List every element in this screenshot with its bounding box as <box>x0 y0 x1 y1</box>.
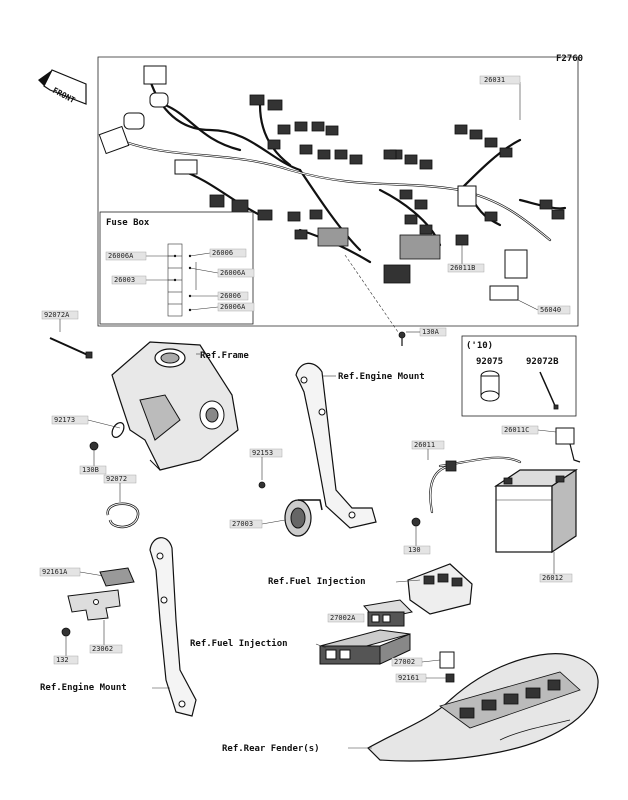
svg-text:23062: 23062 <box>92 645 113 653</box>
svg-text:27002A: 27002A <box>330 614 356 622</box>
fuse-label-26006A-2: 26006A <box>220 269 246 277</box>
svg-text:92153: 92153 <box>252 449 273 457</box>
svg-text:56040: 56040 <box>540 306 561 314</box>
svg-text:92161: 92161 <box>398 674 419 682</box>
part-92072B-label: 92072B <box>526 357 559 367</box>
fuse-label-26003: 26003 <box>114 276 135 284</box>
svg-text:130: 130 <box>408 546 421 554</box>
frame-part <box>111 341 239 471</box>
svg-text:92072A: 92072A <box>44 311 70 319</box>
main-harness <box>98 65 567 301</box>
engine-mount-bracket <box>295 362 377 529</box>
figure-code: F2760 <box>556 54 583 64</box>
fuse-label-26006-2: 26006 <box>220 292 241 300</box>
part-92075-label: 92075 <box>476 357 503 367</box>
ref-engine-mount-2: Ref.Engine Mount <box>40 682 127 693</box>
svg-text:130B: 130B <box>82 466 99 474</box>
fuse-label-26006-1: 26006 <box>212 249 233 257</box>
year-title: ('10) <box>466 341 493 351</box>
label-27002: 27002 <box>391 651 455 669</box>
harness-frame <box>97 56 579 327</box>
front-arrow-icon: FRONT <box>38 69 87 105</box>
svg-text:26031: 26031 <box>484 76 505 84</box>
ref-fuel-injection-2: Ref.Fuel Injection <box>190 638 288 649</box>
label-26011: 26011 <box>411 440 522 514</box>
ecu-bracket <box>407 563 473 615</box>
ref-rear-fender: Ref.Rear Fender(s) <box>222 744 320 754</box>
label-92153: 92153 <box>249 448 283 489</box>
svg-text:26011C: 26011C <box>504 426 529 434</box>
svg-text:92072: 92072 <box>106 475 127 483</box>
horn-part <box>284 499 323 537</box>
svg-text:132: 132 <box>56 656 69 664</box>
ref-fuel-injection-1: Ref.Fuel Injection <box>268 576 366 587</box>
ref-frame: Ref.Frame <box>200 351 249 361</box>
label-56040: 56040 <box>517 299 571 315</box>
svg-text:26012: 26012 <box>542 574 563 582</box>
svg-text:26011B: 26011B <box>450 264 475 272</box>
ref-engine-mount-1: Ref.Engine Mount <box>338 371 425 382</box>
fuse-label-26006A-1: 26006A <box>108 252 134 260</box>
label-130B: 130B <box>79 441 107 475</box>
svg-text:27003: 27003 <box>232 520 253 528</box>
label-92161: 92161 <box>395 673 455 683</box>
svg-text:92173: 92173 <box>54 416 75 424</box>
rear-fender-part <box>367 653 599 762</box>
battery-part <box>494 468 578 554</box>
label-26011B: 26011B <box>447 245 485 273</box>
fuse-label-26006A-3: 26006A <box>220 303 246 311</box>
label-92161A: 92161A <box>39 567 135 587</box>
ecu-unit <box>319 629 411 665</box>
label-26012: 26012 <box>539 552 573 583</box>
label-92072A: 92072A <box>41 310 93 359</box>
label-130: 130 <box>403 517 431 555</box>
label-26011C: 26011C <box>501 425 581 463</box>
label-27003: 27003 <box>229 519 286 529</box>
relay-27002A <box>363 599 413 627</box>
svg-text:130A: 130A <box>422 328 440 336</box>
fuse-box-inset: Fuse Box 26006A 26006 26003 26006A 26006… <box>99 211 255 325</box>
label-130A: 130A <box>344 254 447 346</box>
svg-text:92161A: 92161A <box>42 568 68 576</box>
label-27002A: 27002A <box>327 613 365 623</box>
horn-bracket <box>67 589 121 621</box>
year-2010-inset: ('10) 92075 92072B <box>461 335 577 417</box>
label-26031: 26031 <box>479 75 521 120</box>
svg-text:26011: 26011 <box>414 441 435 449</box>
label-92173: 92173 <box>51 415 125 438</box>
svg-text:27002: 27002 <box>394 658 415 666</box>
fuse-box-title: Fuse Box <box>106 218 150 228</box>
label-23062: 23062 <box>89 620 123 654</box>
engine-mount-bracket-left <box>149 537 197 717</box>
label-92072: 92072 <box>103 474 140 529</box>
label-132: 132 <box>53 627 79 665</box>
